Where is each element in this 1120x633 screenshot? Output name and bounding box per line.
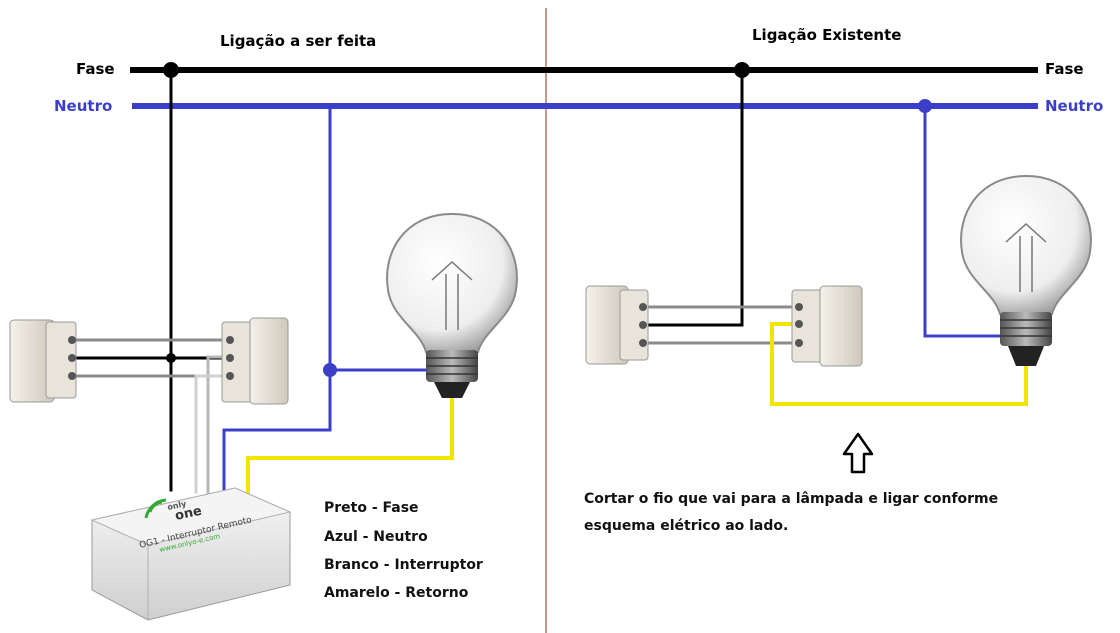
- junction-dot: [734, 62, 750, 78]
- right-title: Ligação Existente: [752, 26, 901, 44]
- phase-drop-wire-right: [638, 68, 744, 327]
- switch-icon: [221, 317, 289, 405]
- wire-color-legend: Preto - Fase Azul - Neutro Branco - Inte…: [324, 500, 483, 601]
- junction-dot: [163, 62, 179, 78]
- junction-dot: [323, 363, 337, 377]
- legend-item: Amarelo - Retorno: [324, 585, 469, 601]
- instruction-line-2: esquema elétrico ao lado.: [584, 518, 788, 534]
- junction-dot: [166, 353, 176, 363]
- switch-wire-to-module-1: [206, 355, 228, 494]
- bulb-icon: [386, 212, 518, 398]
- junction-dot: [918, 99, 932, 113]
- legend-item: Azul - Neutro: [324, 529, 428, 545]
- right-neutral-label: Neutro: [1045, 97, 1103, 115]
- legend-item: Preto - Fase: [324, 500, 419, 516]
- bulb-icon: [960, 174, 1092, 366]
- return-wire-left: [246, 398, 454, 502]
- left-phase-label: Fase: [76, 60, 115, 78]
- right-phase-label: Fase: [1045, 60, 1084, 78]
- switch-wire-to-module-2: [194, 374, 228, 494]
- legend-item: Branco - Interruptor: [324, 557, 483, 573]
- switch-icon: [9, 319, 77, 403]
- switch-icon: [585, 285, 649, 365]
- neutral-drop-wire-right: [923, 104, 1004, 338]
- neutral-drop-wire-left: [222, 104, 332, 494]
- switch-icon: [791, 285, 863, 367]
- remote-module-icon: only one OG1 - Interruptor Remoto www.on…: [90, 487, 292, 621]
- module-brand-bottom: one: [174, 504, 204, 524]
- up-arrow-icon: [842, 432, 874, 474]
- instruction-line-1: Cortar o fio que vai para a lâmpada e li…: [584, 491, 998, 507]
- left-title: Ligação a ser feita: [220, 32, 376, 50]
- left-neutral-label: Neutro: [54, 97, 112, 115]
- module-brand-top: only: [167, 499, 188, 512]
- return-wire-right: [770, 322, 1028, 406]
